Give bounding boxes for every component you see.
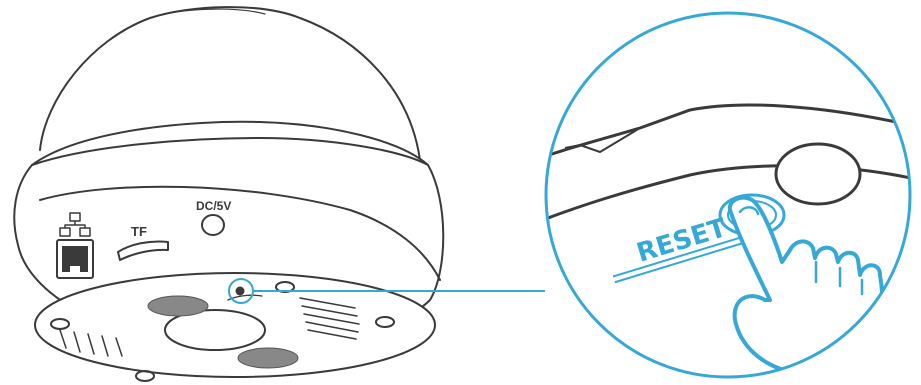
reset-hole (237, 288, 244, 295)
dc-5v-label: DC/5V (196, 199, 231, 213)
speaker-grill (148, 296, 208, 316)
grey-button (776, 144, 860, 204)
tf-label: TF (131, 224, 147, 239)
dc-jack (202, 215, 224, 235)
ethernet-port (57, 240, 93, 278)
speaker-grill (238, 348, 298, 368)
camera-bottom-plate (35, 273, 435, 377)
camera (14, 7, 443, 381)
